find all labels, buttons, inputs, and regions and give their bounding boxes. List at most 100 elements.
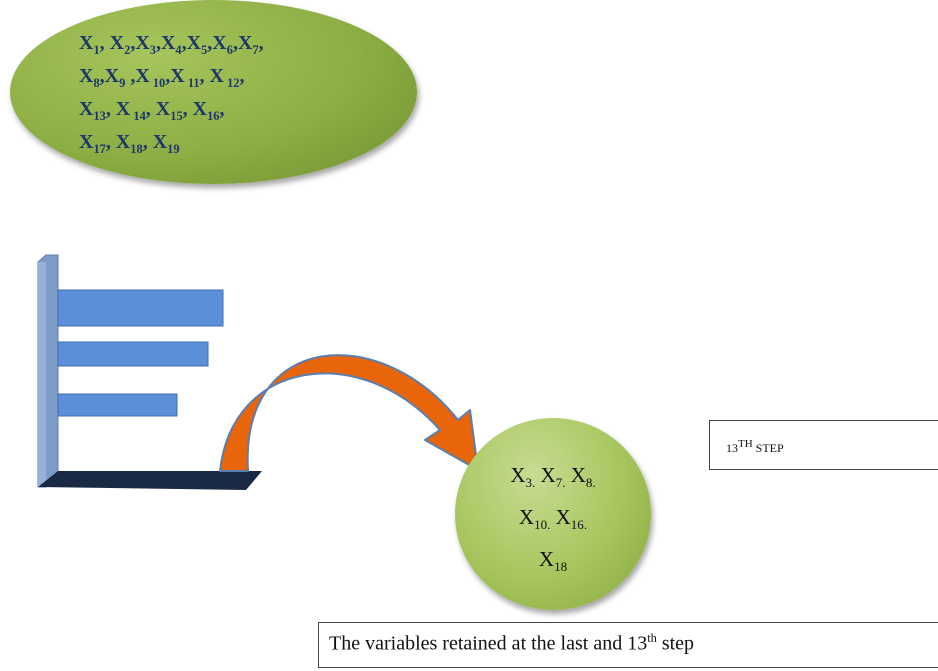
variable-item: X6, (212, 32, 238, 57)
variable-base: X (79, 98, 94, 120)
bar-2 (57, 341, 209, 367)
step-label-box: 13TH STEP (709, 420, 938, 470)
retained-subscript: 16. (570, 517, 588, 533)
caption-end: step (656, 632, 695, 655)
variable-base: X (192, 98, 208, 120)
variable-base: X (115, 131, 131, 153)
retained-line: X18 (455, 542, 651, 584)
step-label: 13TH STEP (726, 438, 784, 456)
variable-subscript: 16 (207, 109, 220, 123)
variable-separator: , (182, 98, 193, 120)
variable-base: X (155, 98, 171, 120)
retained-subscript: 3. (525, 475, 536, 491)
axis-vertical-front (38, 262, 46, 487)
variable-item: X7, (237, 32, 264, 57)
bar-group (57, 289, 224, 417)
variable-item: X 12, (209, 65, 245, 90)
variable-subscript: 8 (93, 76, 100, 90)
variable-separator: , (105, 98, 116, 120)
bar-1 (57, 289, 224, 327)
variable-item: X1, (79, 32, 110, 57)
step-number-suffix: TH (738, 438, 753, 450)
variable-item: X16, (192, 98, 225, 123)
variable-base: X (135, 65, 150, 87)
variable-separator: , (99, 32, 110, 54)
retained-subscript: 18 (554, 559, 568, 575)
variable-subscript: 7 (252, 43, 259, 57)
variable-separator: , (219, 98, 225, 120)
variable-separator: , (207, 32, 213, 54)
variable-base: X (237, 32, 253, 54)
variable-subscript: 13 (93, 109, 106, 123)
retained-variable: X10. (518, 505, 551, 533)
variable-subscript: 1 (93, 43, 100, 57)
retained-variables-circle: X3. X7. X8.X10. X16.X18 (455, 418, 651, 610)
variable-item: X15, (155, 98, 193, 123)
retained-variable: X18 (538, 547, 568, 575)
variable-separator: , (165, 65, 171, 87)
variable-item: X 10, (135, 65, 171, 90)
variable-item: X19 (153, 131, 180, 156)
variable-base: X (186, 32, 202, 54)
retained-variable: X16. (555, 505, 588, 533)
variable-base: X (170, 65, 185, 87)
retained-subscript: 7. (555, 475, 566, 491)
variable-subscript: 10 (149, 76, 166, 90)
retained-variable: X7. (540, 463, 566, 491)
variable-separator: , (199, 65, 210, 87)
variable-item: X5, (186, 32, 213, 57)
variable-line: X13, X 14, X15, X16, (79, 96, 399, 129)
variable-base: X (104, 65, 120, 87)
caption-box: The variables retained at the last and 1… (318, 622, 938, 668)
variable-base: X (79, 65, 94, 87)
variable-item: X9 , (104, 65, 136, 90)
initial-variables-text: X1, X2,X3,X4,X5,X6,X7,X8,X9 ,X 10,X 11, … (79, 30, 399, 162)
variable-separator: , (232, 32, 238, 54)
caption-main: The variables retained at the last and 1… (329, 632, 648, 655)
variable-subscript: 2 (124, 43, 131, 57)
variable-line: X8,X9 ,X 10,X 11, X 12, (79, 63, 399, 96)
variable-separator: , (142, 131, 153, 153)
variable-base: X (115, 98, 131, 120)
bar-3 (57, 393, 178, 417)
variable-base: X (109, 32, 125, 54)
variable-separator: , (239, 65, 245, 87)
variable-subscript: 19 (167, 142, 180, 156)
retained-variables-text: X3. X7. X8.X10. X16.X18 (455, 458, 651, 585)
initial-variables-oval (10, 0, 417, 184)
variable-item: X13, (79, 98, 116, 123)
variable-item: X18, (115, 131, 153, 156)
variable-separator: , (105, 131, 116, 153)
variable-base: X (160, 32, 176, 54)
variable-separator: , (145, 98, 156, 120)
variable-line: X1, X2,X3,X4,X5,X6,X7, (79, 30, 399, 63)
variable-subscript: 18 (130, 142, 143, 156)
curved-arrow-body (219, 354, 479, 472)
curved-arrow-icon (219, 354, 479, 472)
variable-base: X (79, 32, 94, 54)
variable-subscript: 4 (175, 43, 182, 57)
variable-subscript: 6 (226, 43, 233, 57)
step-number: 13 (726, 441, 738, 455)
variable-separator: , (258, 32, 264, 54)
variable-item: X 14, (115, 98, 156, 123)
variable-separator: , (125, 65, 136, 87)
variable-item: X8, (79, 65, 105, 90)
variable-base: X (79, 131, 94, 153)
variable-separator: , (155, 32, 161, 54)
caption-text: The variables retained at the last and 1… (329, 631, 694, 656)
variable-base: X (209, 65, 224, 87)
variable-subscript: 11 (184, 76, 200, 90)
variable-item: X17, (79, 131, 116, 156)
retained-subscript: 10. (534, 517, 551, 533)
variable-subscript: 14 (130, 109, 146, 123)
retained-subscript: 8. (585, 475, 596, 491)
variable-subscript: 12 (223, 76, 240, 90)
variable-separator: , (99, 65, 105, 87)
retained-variable: X3. (510, 463, 536, 491)
variable-base: X (212, 32, 227, 54)
variable-subscript: 9 (119, 76, 126, 90)
retained-line: X3. X7. X8. (455, 458, 651, 500)
retained-line: X10. X16. (455, 500, 651, 542)
